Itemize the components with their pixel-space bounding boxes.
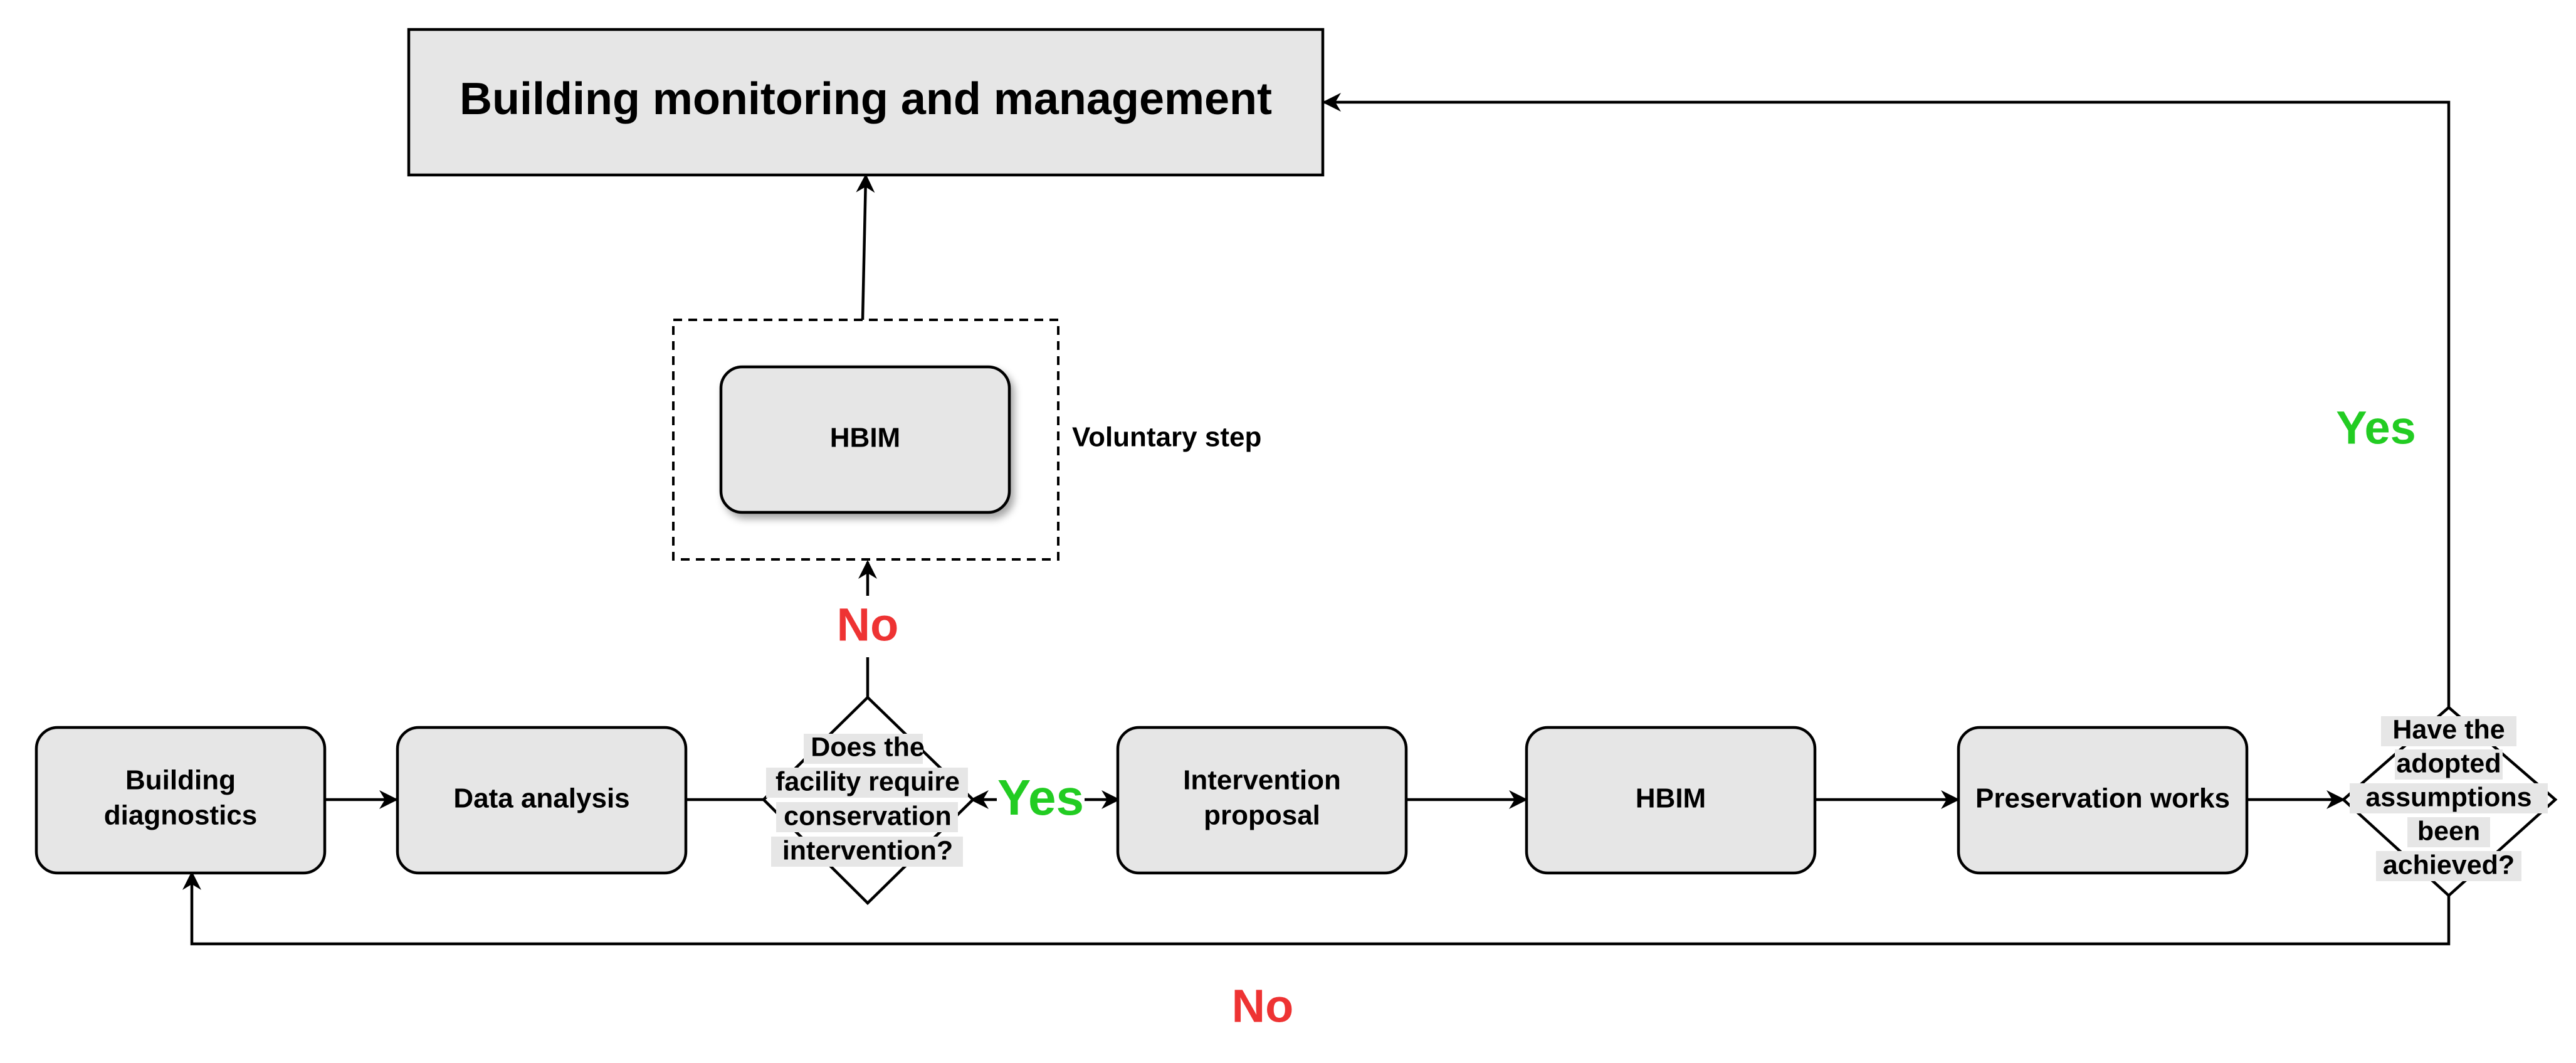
intervention-proposal-box: Intervention proposal — [1116, 726, 1408, 875]
monitoring-box: Building monitoring and management — [407, 28, 1325, 177]
preservation-works-box: Preservation works — [1957, 726, 2249, 875]
voluntary-group: HBIM Voluntary step — [672, 319, 1261, 561]
building-diagnostics-line1: Building — [125, 765, 236, 796]
decision-conservation-line1: Does the — [811, 732, 925, 762]
hbim-main-box: HBIM — [1525, 726, 1817, 875]
decision-assumptions-line5: achieved? — [2383, 850, 2515, 880]
edge-label-assumptions-no: No — [1232, 980, 1294, 1032]
decision-conservation-line4: intervention? — [782, 835, 953, 865]
decision-conservation-line3: conservation — [784, 801, 952, 831]
edge-label-assumptions-yes: Yes — [2336, 402, 2416, 454]
hbim-optional-label: HBIM — [830, 423, 900, 453]
decision-conservation: Does the facility require conservation i… — [761, 695, 975, 906]
building-diagnostics-line2: diagnostics — [104, 800, 258, 831]
intervention-proposal-line1: Intervention — [1183, 765, 1341, 796]
edge-decision2-yes — [1322, 93, 2451, 707]
decision-conservation-line2: facility require — [775, 766, 960, 796]
voluntary-step-label: Voluntary step — [1072, 422, 1261, 453]
decision-assumptions-line1: Have the — [2392, 714, 2505, 744]
edge-label-conservation-yes: Yes — [997, 769, 1084, 825]
edge-label-conservation-no: No — [837, 599, 899, 651]
building-diagnostics-box: Building diagnostics — [34, 726, 327, 875]
monitoring-title: Building monitoring and management — [460, 74, 1272, 124]
edges — [182, 93, 2451, 946]
decision-assumptions-line2: adopted — [2396, 748, 2501, 778]
data-analysis-label: Data analysis — [453, 783, 629, 814]
data-analysis-box: Data analysis — [396, 726, 688, 875]
edge-voluntary-to-monitoring — [856, 174, 875, 320]
decision-assumptions-line3: assumptions — [2365, 782, 2531, 812]
hbim-main-label: HBIM — [1636, 783, 1706, 814]
edge-decision2-no — [182, 871, 2451, 946]
decision-assumptions-line4: been — [2417, 816, 2480, 846]
intervention-proposal-line2: proposal — [1204, 800, 1320, 831]
preservation-works-label: Preservation works — [1975, 783, 2230, 814]
decision-assumptions: Have the adopted assumptions been achiev… — [2341, 706, 2558, 898]
hbim-optional-box — [719, 365, 1011, 514]
